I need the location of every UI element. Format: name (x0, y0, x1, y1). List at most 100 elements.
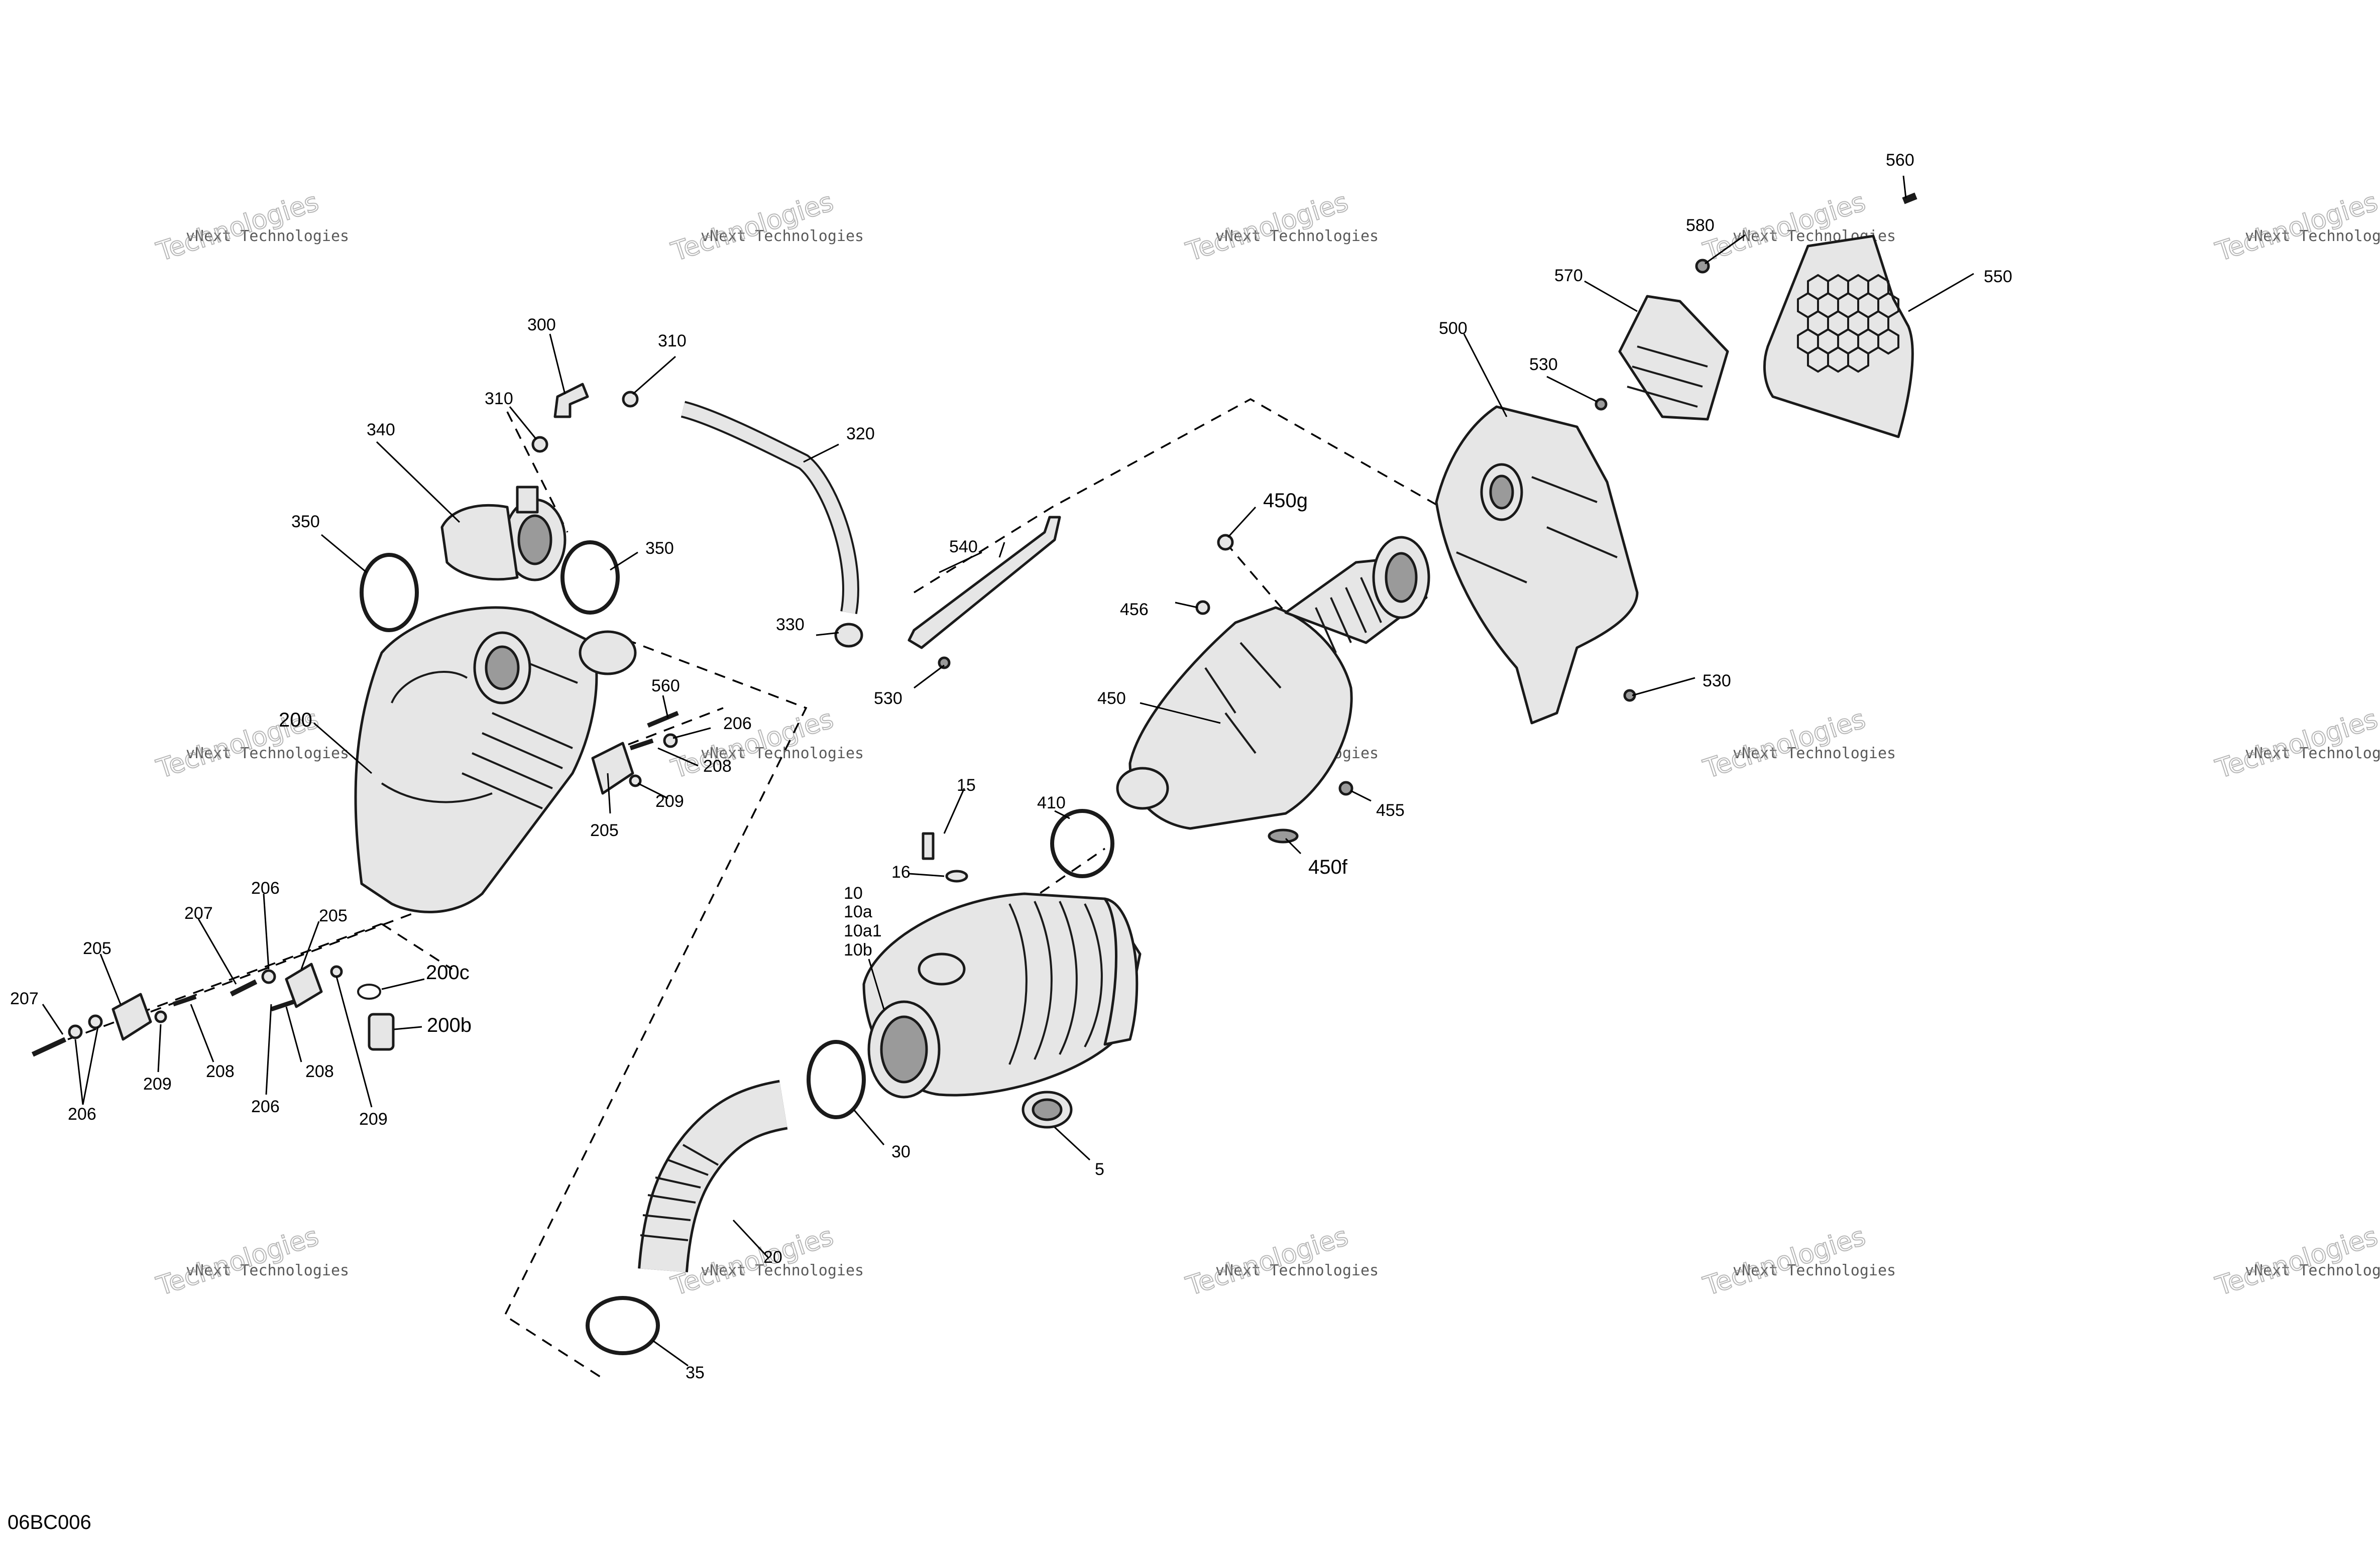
svg-text:vNext Technologies: vNext Technologies (701, 745, 864, 762)
svg-text:vNext Technologies: vNext Technologies (2245, 745, 2380, 762)
clip-200c (357, 984, 381, 1000)
callout-530: 530 (1529, 355, 1558, 374)
callout-310-left: 310 (485, 389, 513, 408)
callout-15: 15 (957, 776, 976, 795)
watermark: vNext Technologies Technologies (1699, 703, 1896, 785)
clamp-35 (586, 1296, 660, 1355)
hose-20 (638, 1080, 788, 1273)
callout-530-lower: 530 (1703, 671, 1731, 690)
callout-330: 330 (776, 615, 805, 634)
callout-410: 410 (1037, 793, 1066, 812)
screws-455-456 (1195, 600, 1353, 796)
callout-205-left: 205 (83, 939, 111, 958)
callout-205-right: 205 (590, 821, 619, 840)
callout-320: 320 (846, 424, 875, 443)
plug-450g (1217, 534, 1234, 551)
callout-540: 540 (949, 537, 978, 556)
svg-text:vNext Technologies: vNext Technologies (1733, 1262, 1896, 1279)
air-filter-10 (862, 892, 1142, 1099)
bracket-205-right (285, 742, 634, 1008)
bolts-208 (172, 738, 654, 1012)
dashed-outline-top (914, 398, 1437, 594)
figure-id: 06BC006 (8, 1511, 91, 1533)
callout-450g: 450g (1263, 490, 1308, 512)
callout-208-right: 208 (703, 757, 732, 776)
bolt-560-bottom (647, 710, 679, 728)
callout-350-left: 350 (291, 512, 320, 531)
watermark: vNext Technologies Technologies (153, 703, 350, 785)
svg-text:vNext Technologies: vNext Technologies (701, 1262, 864, 1279)
svg-text:vNext Technologies: vNext Technologies (1215, 1262, 1379, 1279)
svg-text:vNext Technologies: vNext Technologies (701, 227, 864, 245)
callout-35: 35 (686, 1363, 705, 1382)
callout-30: 30 (891, 1142, 911, 1161)
callout-500: 500 (1439, 319, 1467, 338)
svg-text:vNext Technologies: vNext Technologies (1215, 227, 1379, 245)
callout-340: 340 (367, 420, 395, 439)
callout-560-bracket: 560 (651, 676, 680, 695)
watermark: vNext Technologies Technologies (1182, 186, 1379, 268)
svg-text:vNext Technologies: vNext Technologies (186, 745, 349, 762)
callout-300: 300 (527, 315, 556, 334)
watermark: vNext Technologies Technologies (667, 186, 864, 268)
callout-200c: 200c (426, 962, 470, 984)
leader-lines (42, 175, 1974, 1367)
svg-text:vNext Technologies: vNext Technologies (186, 1262, 349, 1279)
parts (31, 192, 1917, 1355)
callout-20: 20 (763, 1248, 782, 1267)
callout-10a: 10a (844, 902, 872, 921)
coupler-340 (440, 486, 566, 581)
callout-560: 560 (1886, 151, 1914, 170)
watermark: vNext Technologies Technologies (2212, 186, 2380, 268)
svg-text:vNext Technologies: vNext Technologies (2245, 1262, 2380, 1279)
fitting-15-16 (922, 832, 968, 883)
airbox-housing-200 (354, 606, 637, 913)
callout-16: 16 (891, 863, 911, 882)
callout-208-left: 208 (206, 1062, 235, 1081)
clamp-350-right (560, 540, 620, 615)
callout-209-right: 209 (655, 792, 684, 811)
housing-500 (1435, 405, 1639, 725)
watermark: vNext Technologies Technologies (153, 1221, 350, 1302)
intake-duct-450 (1116, 536, 1430, 830)
honeycomb-cells (1797, 274, 1899, 373)
grommet-450f (1268, 828, 1299, 844)
cover-570 (1618, 295, 1729, 421)
callout-206-mid: 206 (251, 879, 280, 898)
callout-206-right: 206 (723, 714, 752, 733)
callout-206-left: 206 (68, 1105, 96, 1124)
dashed-outline-left (503, 632, 808, 1379)
callout-550: 550 (1984, 267, 2012, 286)
callout-10: 10 (844, 884, 863, 903)
callout-450f: 450f (1308, 856, 1348, 878)
watermark: vNext Technologies Technologies (667, 703, 864, 785)
callout-456: 456 (1120, 600, 1149, 619)
callout-530-left: 530 (874, 689, 902, 708)
screw-560-top (1902, 192, 1917, 204)
callout-580: 580 (1686, 216, 1715, 235)
svg-text:vNext Technologies: vNext Technologies (1733, 745, 1896, 762)
watermark: vNext Technologies Technologies (153, 186, 350, 268)
hose-320 (681, 401, 859, 615)
dashed-axis-fitting (506, 411, 569, 533)
dashed-axis-200c (381, 923, 452, 970)
callout-10b: 10b (844, 940, 872, 960)
callout-207-left: 207 (10, 989, 39, 1008)
callout-labels: 560 580 570 550 500 530 530 450g 456 450… (10, 151, 2012, 1382)
dashed-axis-filter (1024, 848, 1105, 905)
bolts-207 (31, 979, 258, 1057)
grille-550 (1763, 234, 1914, 438)
watermark: vNext Technologies Technologies (1699, 1221, 1896, 1302)
clamp-330 (834, 623, 863, 648)
watermark: vNext Technologies Technologies (2212, 1221, 2380, 1302)
callout-450: 450 (1097, 689, 1126, 708)
callout-206-bottom: 206 (251, 1097, 280, 1116)
clamp-350-left (360, 553, 419, 632)
callout-205-mid: 205 (319, 906, 348, 925)
support-bar-540 (908, 516, 1061, 649)
callout-310-right: 310 (658, 331, 687, 350)
callout-200b: 200b (427, 1014, 472, 1036)
callout-5: 5 (1095, 1160, 1104, 1179)
callout-207-mid: 207 (184, 904, 213, 923)
svg-text:vNext Technologies: vNext Technologies (2245, 227, 2380, 245)
